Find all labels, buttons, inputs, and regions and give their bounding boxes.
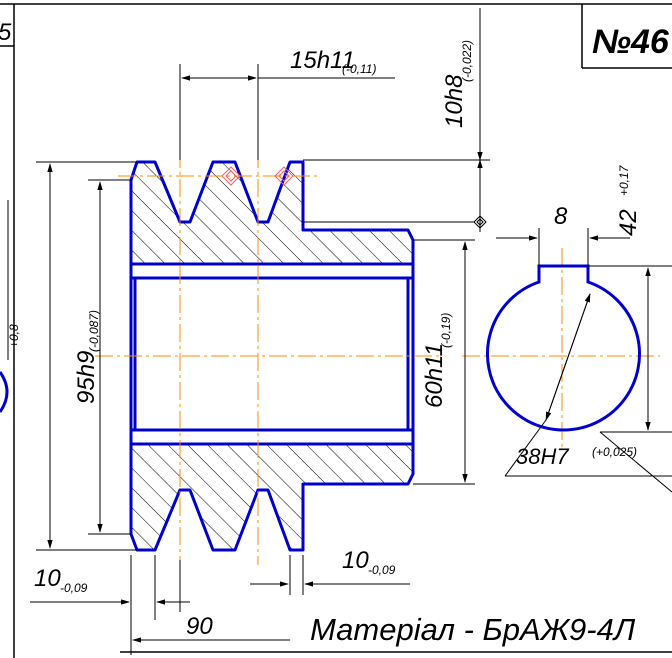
dim-left-step (30, 555, 190, 655)
dim-key-depth-tolerance: +0,17 (617, 164, 631, 196)
dim-key-width (496, 228, 630, 266)
end-view-bore (486, 264, 641, 432)
left-edge-fragment-view (0, 200, 9, 413)
dim-groove-pitch-value: 15h11 (290, 47, 355, 74)
dim-groove-pitch-tolerance: (-0,11) (342, 62, 376, 76)
dim-bore-diameter-tolerance: (+0,025) (592, 445, 637, 459)
dim-outer-diameter-value: 95h9 (73, 351, 100, 404)
dim-groove-depth-tolerance: (-0,022) (460, 40, 474, 82)
dim-left-step-value: 10 (34, 565, 61, 592)
dim-groove-depth (303, 8, 490, 232)
dim-inner-diameter-value: 60h11 (421, 343, 448, 408)
sheet-frame (0, 3, 672, 658)
dim-groove-depth-value: 10h8 (441, 74, 468, 128)
dim-right-step-value: 10 (342, 547, 369, 574)
dim-key-width-value: 8 (554, 203, 568, 230)
left-edge-tolerance: +0,8 (7, 324, 21, 348)
dim-key-depth-value: 42 (615, 209, 642, 236)
dim-outer-diameter (36, 161, 137, 551)
dim-outer-diameter-2 (88, 179, 131, 535)
groove-markers (221, 166, 294, 186)
dim-groove-pitch (179, 64, 395, 160)
dim-key-depth (588, 265, 672, 433)
pulley-outline (129, 160, 415, 552)
dim-inner-diameter (413, 239, 475, 485)
dim-bore-diameter-value: 38H7 (516, 444, 569, 469)
dim-outer-diameter-tolerance: (-0,087) (87, 310, 101, 352)
dim-right-step-tolerance: -0,09 (368, 563, 396, 577)
dim-left-step-tolerance: -0,09 (60, 581, 88, 595)
left-edge-fragment: 5 (0, 19, 12, 46)
sheet-number: №46 (592, 23, 670, 61)
number-box (581, 4, 672, 69)
dim-overall-length (132, 560, 290, 643)
material-label: Матеріал - БрАЖ9-4Л (310, 612, 636, 647)
dim-bore-diameter (504, 293, 672, 493)
dim-inner-diameter-tolerance: (-0,19) (439, 313, 453, 348)
dim-right-step (250, 555, 410, 595)
center-lines (95, 150, 660, 565)
dim-overall-length-value: 90 (186, 613, 213, 640)
